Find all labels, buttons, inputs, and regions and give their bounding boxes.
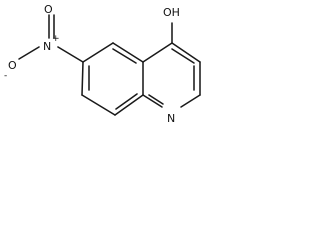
- bond-c7-c8: [81, 94, 116, 116]
- bond-c5-c6: [82, 42, 114, 63]
- nitro-left-oxygen-label: O: [8, 59, 17, 72]
- bond-n1-c8a: [142, 94, 163, 108]
- bond-c6-c7: [81, 61, 84, 96]
- bond-c4a-c5-inner: [112, 48, 137, 64]
- nitro-negative-charge: -: [4, 71, 7, 81]
- bond-c4-c3: [171, 42, 201, 63]
- bond-nitro-o-left: [18, 46, 40, 60]
- bond-c8-c8a-inner: [115, 93, 138, 110]
- quinoline-nitrogen-label: N: [167, 112, 175, 125]
- bond-c4a-c4: [142, 42, 173, 63]
- bond-c6-nitro: [57, 46, 84, 63]
- hydroxyl-label: OH: [163, 6, 180, 19]
- bond-c2-n1: [180, 94, 201, 108]
- nitro-positive-charge: +: [52, 34, 60, 44]
- bond-n1-c8a-inner: [148, 94, 164, 105]
- nitro-top-oxygen-label: O: [44, 3, 53, 16]
- bond-c4a-c5: [112, 42, 144, 63]
- bond-c4-c3-inner: [171, 48, 195, 64]
- bond-c8-c8a: [114, 94, 144, 116]
- quinoline-structure-diagram: OH N + O O - N: [4, 3, 201, 125]
- molecule-canvas: OH N + O O - N: [0, 0, 224, 138]
- nitro-nitrogen-label: N: [43, 40, 51, 53]
